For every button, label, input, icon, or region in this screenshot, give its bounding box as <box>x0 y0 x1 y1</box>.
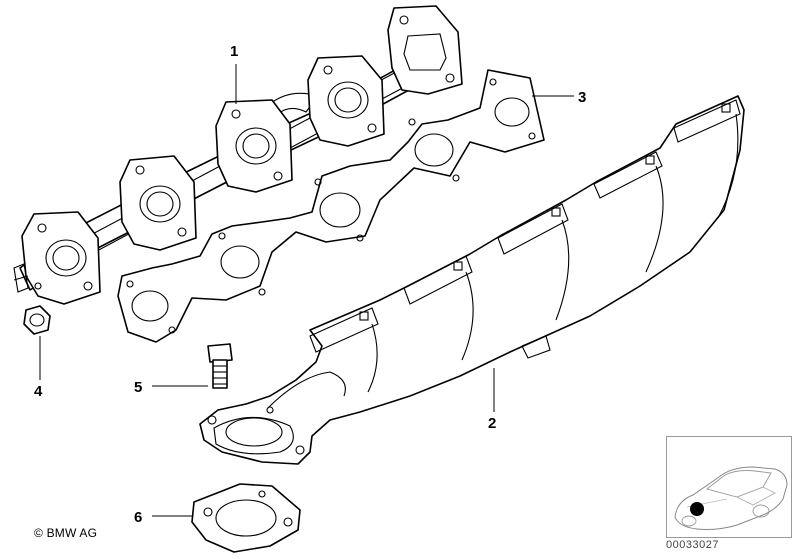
leader-lines <box>39 64 574 517</box>
vehicle-location-thumbnail <box>666 436 792 538</box>
hex-nut-part-4[interactable] <box>23 305 51 335</box>
diagram-reference-number: 00033027 <box>666 539 719 551</box>
location-marker-icon <box>690 502 704 516</box>
callout-6: 6 <box>134 509 142 526</box>
callout-3: 3 <box>578 89 586 106</box>
callout-4: 4 <box>34 383 43 400</box>
exhaust-manifold-part-2[interactable] <box>199 95 745 465</box>
callout-1: 1 <box>230 43 238 60</box>
callout-2: 2 <box>488 415 496 432</box>
outlet-gasket-part-6[interactable] <box>191 483 301 553</box>
bolt-part-5[interactable] <box>207 343 233 389</box>
exhaust-manifold-flanges-part-1[interactable] <box>13 5 463 305</box>
manifold-gasket-part-3[interactable] <box>117 69 545 343</box>
car-outline-icon <box>674 466 788 530</box>
callout-5: 5 <box>134 379 142 396</box>
copyright-label: © BMW AG <box>34 526 98 540</box>
